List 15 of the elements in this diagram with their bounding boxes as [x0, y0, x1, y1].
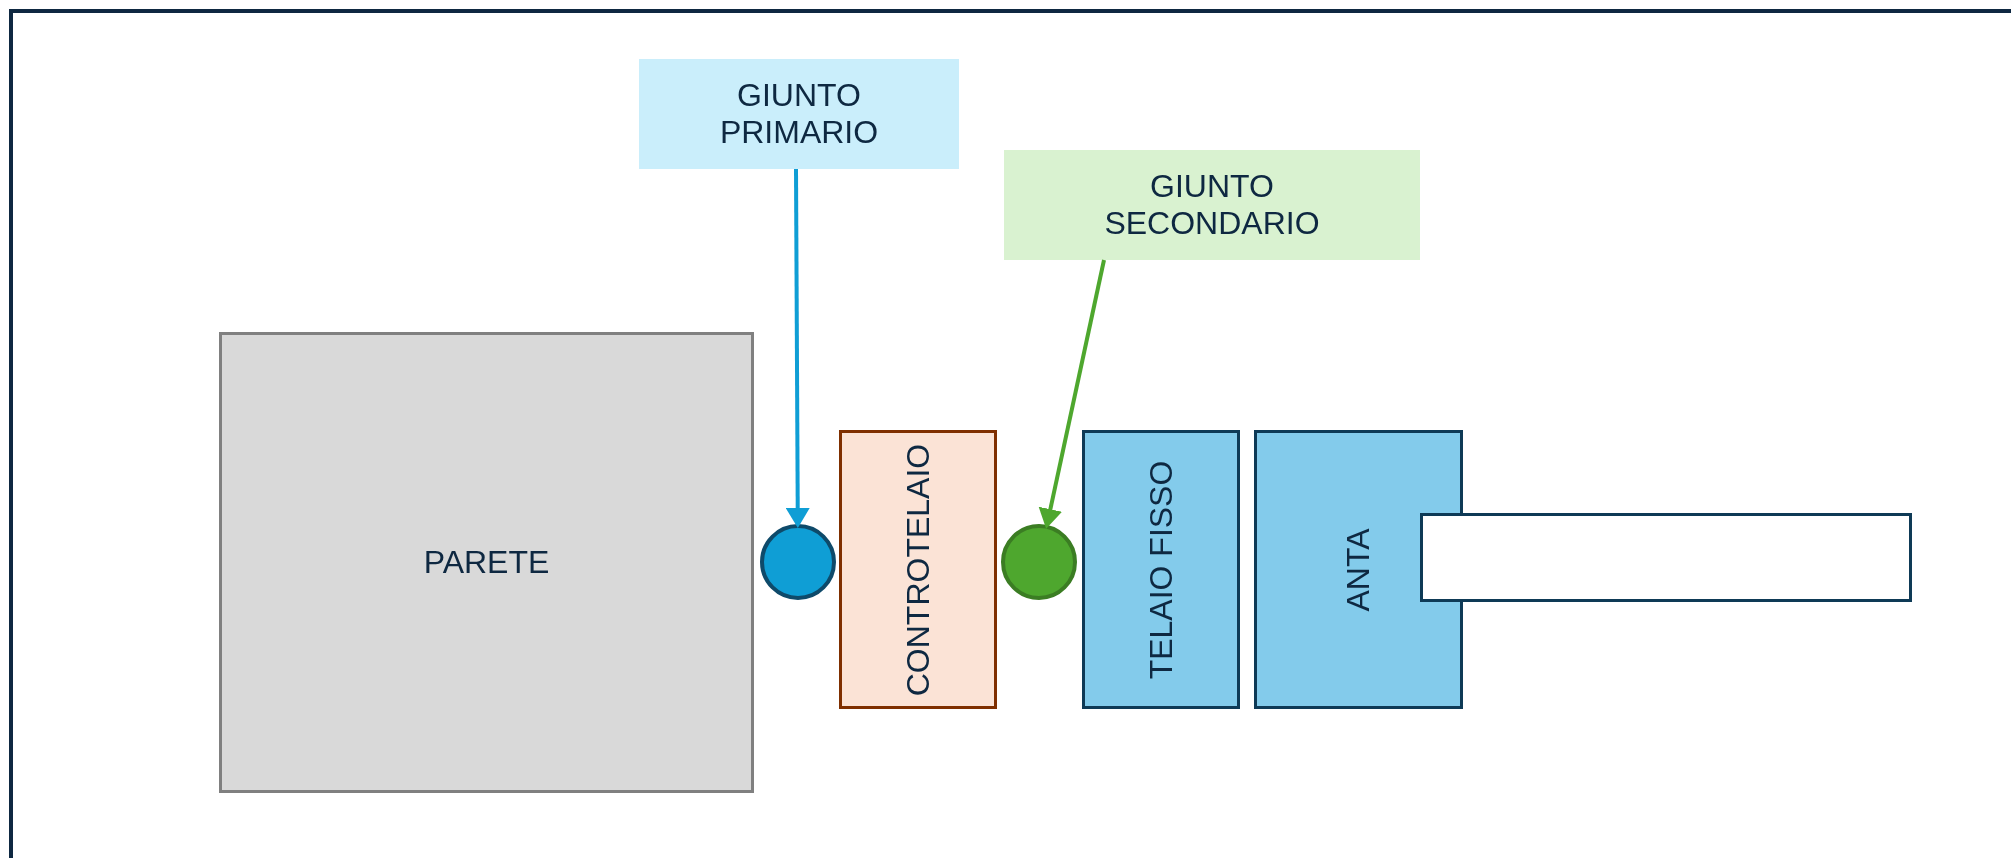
node-label: TELAIO FISSO	[1145, 460, 1177, 679]
arrow	[785, 169, 810, 528]
node-label: GIUNTO PRIMARIO	[718, 77, 880, 151]
frame-block	[1082, 430, 1240, 709]
sash-block	[1254, 430, 1463, 709]
arrow	[1038, 259, 1106, 529]
node-label: PARETE	[422, 544, 551, 581]
node-label: ANTA	[1342, 528, 1375, 611]
glass-pane	[1420, 513, 1912, 602]
label-box	[639, 59, 959, 169]
node-label: CONTROTELAIO	[902, 443, 934, 696]
label-box	[1004, 150, 1420, 260]
subframe-block	[839, 430, 997, 709]
wall-block	[219, 332, 754, 793]
node-label: GIUNTO SECONDARIO	[1103, 168, 1321, 242]
